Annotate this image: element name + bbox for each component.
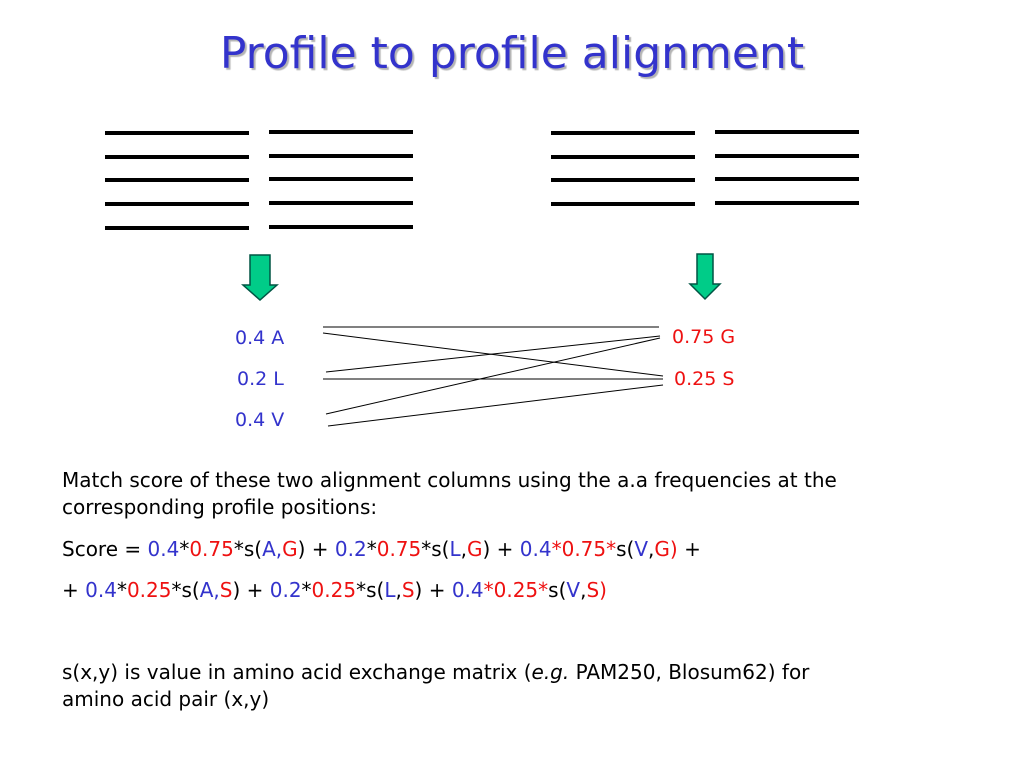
formula-segment: 0.4 — [85, 578, 117, 602]
formula-segment: , — [460, 537, 467, 561]
formula-segment: s( — [548, 578, 567, 602]
left-frequency-a: 0.4 A — [235, 327, 284, 349]
formula-segment: * — [116, 578, 127, 602]
right-profile-sequences — [551, 130, 859, 206]
alignment-line — [325, 337, 661, 415]
formula-segment: L — [449, 537, 461, 561]
left-frequency-v: 0.4 V — [235, 409, 284, 431]
alignment-lines — [322, 326, 664, 427]
note-line: amino acid pair (x,y) — [62, 687, 270, 711]
formula-segment: ) + — [232, 578, 270, 602]
frequency-value: 0.75 — [672, 326, 715, 348]
formula-segment: Score = — [62, 537, 148, 561]
formula-segment: , — [395, 578, 402, 602]
note-line: s(x,y) is value in amino acid exchange m… — [62, 659, 809, 686]
formula-segment: A — [199, 578, 214, 602]
right-frequency-g: 0.75 G — [672, 326, 735, 348]
left-down-arrow-icon — [241, 254, 279, 302]
formula-segment: 0.75 — [376, 537, 422, 561]
formula-segment: V — [634, 537, 649, 561]
formula-segment: G — [282, 537, 298, 561]
formula-segment: *0.75* — [551, 537, 617, 561]
formula-segment: * — [301, 578, 312, 602]
formula-segment: * — [366, 537, 377, 561]
formula-segment: *s( — [421, 537, 450, 561]
left-frequency-l: 0.2 L — [237, 368, 284, 390]
alignment-line — [327, 384, 664, 427]
formula-segment: ) + — [297, 537, 335, 561]
intro-line: Match score of these two alignment colum… — [62, 468, 837, 492]
formula-segment: 0.2 — [269, 578, 302, 602]
residue-label: L — [273, 368, 284, 390]
formula-segment: 0.25 — [126, 578, 172, 602]
formula-segment: *s( — [356, 578, 385, 602]
formula-segment: 0.4 — [451, 578, 484, 602]
formula-segment: G — [467, 537, 483, 561]
alignment-line — [325, 335, 661, 373]
formula-segment: S — [219, 578, 233, 602]
residue-label: V — [271, 409, 285, 431]
frequency-value: 0.25 — [674, 368, 717, 390]
formula-segment: S — [401, 578, 415, 602]
formula-segment: , — [580, 578, 587, 602]
right-down-arrow-icon — [688, 253, 722, 301]
frequency-value: 0.2 — [237, 368, 268, 390]
note-text: PAM250, Blosum62) for — [569, 660, 810, 684]
left-profile-sequences — [105, 130, 413, 230]
score-formula-line-2: + 0.4*0.25*s(A,S) + 0.2*0.25*s(L,S) + 0.… — [62, 577, 607, 604]
score-formula-line-1: Score = 0.4*0.75*s(A,G) + 0.2*0.75*s(L,G… — [62, 536, 701, 563]
note-text: s(x,y) is value in amino acid exchange m… — [62, 660, 532, 684]
formula-segment: 0.4 — [147, 537, 180, 561]
frequency-value: 0.4 — [235, 409, 266, 431]
formula-segment: s( — [616, 537, 635, 561]
note-italic-text: e.g. — [531, 660, 570, 684]
formula-segment: A — [262, 537, 276, 561]
slide-title: Profile to profile alignment — [219, 28, 805, 79]
formula-segment: , — [648, 537, 655, 561]
formula-segment: , — [275, 537, 283, 561]
formula-segment: ) + — [414, 578, 452, 602]
formula-segment: G) — [654, 537, 678, 561]
right-frequency-s: 0.25 S — [674, 368, 734, 390]
residue-label: S — [722, 368, 735, 390]
formula-segment: + — [677, 537, 701, 561]
formula-segment: 0.75 — [189, 537, 234, 561]
intro-line: corresponding profile positions: — [62, 495, 378, 519]
formula-segment: V — [566, 578, 581, 602]
formula-segment: S) — [586, 578, 607, 602]
formula-segment: 0.2 — [334, 537, 367, 561]
formula-segment: * — [179, 537, 190, 561]
formula-segment: ) + — [482, 537, 520, 561]
intro-paragraph: Match score of these two alignment colum… — [62, 467, 837, 521]
frequency-value: 0.4 — [235, 327, 266, 349]
matrix-note: s(x,y) is value in amino acid exchange m… — [62, 659, 809, 713]
residue-label: G — [720, 326, 736, 348]
formula-segment: *s( — [233, 537, 263, 561]
formula-segment: 0.25 — [311, 578, 357, 602]
formula-segment: + — [62, 578, 86, 602]
formula-segment: *s( — [171, 578, 200, 602]
formula-segment: L — [384, 578, 396, 602]
formula-segment: 0.4 — [519, 537, 552, 561]
formula-segment: *0.25* — [483, 578, 549, 602]
residue-label: A — [271, 327, 285, 349]
formula-segment: , — [213, 578, 220, 602]
